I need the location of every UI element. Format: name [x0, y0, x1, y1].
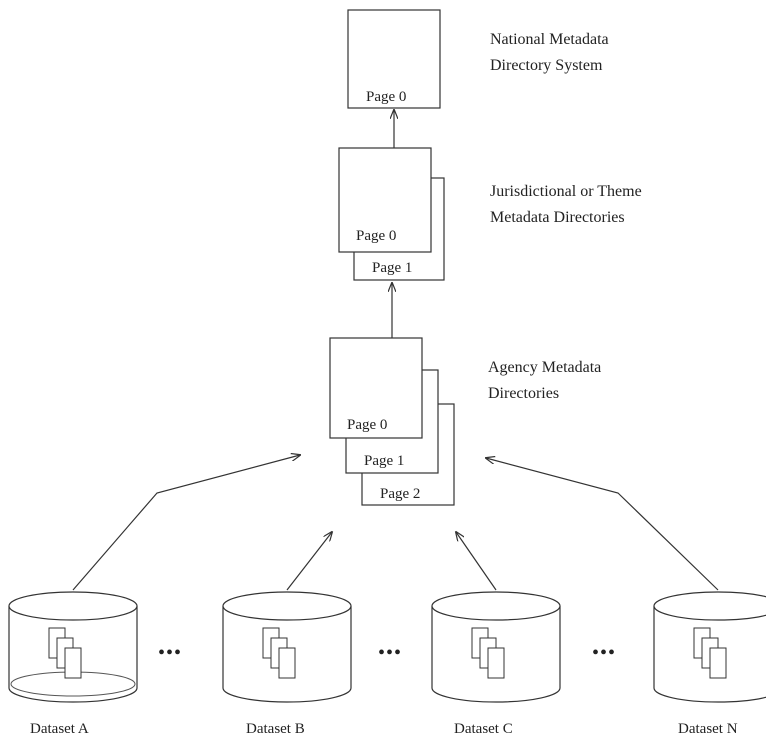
jurisdictional-directories: Page 1 Page 0 [338, 147, 445, 281]
national-page-0-box [347, 9, 441, 109]
agency-label-line-2: Directories [488, 385, 559, 402]
jurisdictional-page-0-label: Page 0 [356, 228, 396, 244]
ellipsis-1: ••• [158, 642, 182, 664]
document-stack-icon [262, 627, 296, 679]
jurisdictional-label-line-1: Jurisdictional or Theme [490, 183, 642, 200]
national-page-0-label: Page 0 [366, 89, 406, 105]
database-cylinder-top [653, 591, 766, 621]
database-cylinder-top [222, 591, 352, 621]
dataset-n: Dataset N [653, 591, 766, 737]
agency-directories: Page 2 Page 1 Page 0 [329, 337, 455, 506]
national-label-line-2: Directory System [490, 57, 603, 74]
dataset-c-label: Dataset C [454, 721, 513, 737]
dataset-a-label: Dataset A [30, 721, 89, 737]
datasets-row: Dataset A Dataset B Dataset C Dataset N [8, 591, 766, 737]
dataset-b-label: Dataset B [246, 721, 305, 737]
arrow-dataset-b-to-agency [286, 532, 332, 591]
document-sheet [709, 647, 727, 679]
database-cylinder-top [431, 591, 561, 621]
ellipsis-3: ••• [592, 642, 616, 664]
agency-page-1-label: Page 1 [364, 453, 404, 469]
dataset-c: Dataset C [431, 591, 561, 737]
agency-page-2-label: Page 2 [380, 486, 420, 502]
document-sheet [278, 647, 296, 679]
arrow-dataset-c-to-agency [456, 532, 497, 591]
jurisdictional-page-1-label: Page 1 [372, 260, 412, 276]
arrow-dataset-n-to-agency [486, 458, 719, 591]
document-stack-icon [48, 627, 82, 679]
dataset-n-label: Dataset N [678, 721, 738, 737]
database-cylinder-top [8, 591, 138, 621]
dataset-a: Dataset A [8, 591, 138, 737]
document-sheet [487, 647, 505, 679]
document-stack-icon [693, 627, 727, 679]
dataset-b: Dataset B [222, 591, 352, 737]
jurisdictional-label-line-2: Metadata Directories [490, 209, 625, 226]
jurisdictional-page-0-box [338, 147, 432, 253]
agency-label-line-1: Agency Metadata [488, 359, 601, 376]
ellipsis-2: ••• [378, 642, 402, 664]
agency-page-0-label: Page 0 [347, 417, 387, 433]
document-sheet [64, 647, 82, 679]
national-label-line-1: National Metadata [490, 31, 609, 48]
arrow-dataset-a-to-agency [72, 455, 300, 591]
document-stack-icon [471, 627, 505, 679]
national-directory: Page 0 [347, 9, 441, 109]
agency-page-0-box [329, 337, 423, 439]
